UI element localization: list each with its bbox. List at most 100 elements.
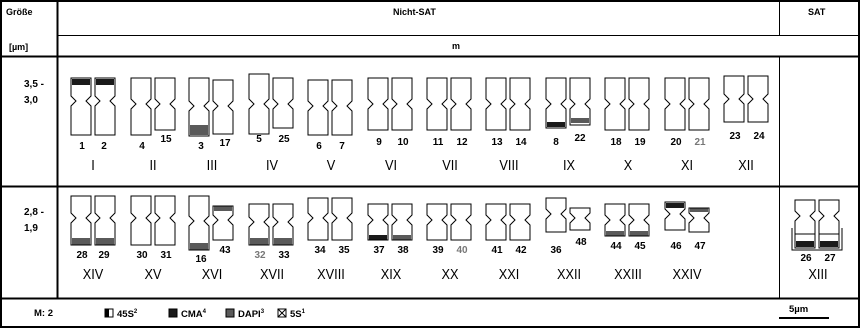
legend-dapi-swatch (226, 309, 234, 317)
chromosome-number: 43 (213, 246, 237, 256)
chromosome-outline (392, 204, 412, 240)
chromosome-number: 16 (189, 255, 213, 265)
chromosome-outline (510, 204, 530, 240)
chromosome-row1-right (213, 80, 233, 134)
chromosome-outline (427, 78, 447, 130)
chromosome-outline (332, 80, 352, 135)
chromosome-outline (795, 200, 815, 248)
chromosome-outline (95, 196, 115, 245)
legend-5s-label: 5S (290, 309, 302, 320)
chromosome-outline (213, 206, 233, 240)
chromosome-row2-right (95, 196, 115, 245)
chromosome-row2-left (131, 196, 151, 245)
dapi-band (630, 231, 648, 236)
chromosome-number: 37 (367, 246, 391, 256)
chromosome-row1-right (570, 78, 590, 125)
chromosome-row2-right (213, 206, 233, 240)
chromosome-row2-right (570, 208, 590, 230)
row1-size-range: 3,5 - (24, 80, 44, 90)
pair-label: XXIII (603, 267, 654, 282)
legend-5s-footnote: 1 (302, 309, 305, 315)
dapi-band (606, 231, 624, 236)
size-column-unit: [µm] (9, 43, 28, 52)
chromosome-row2-left (427, 204, 447, 240)
pair-label: II (128, 158, 179, 173)
pair-label: V (306, 158, 357, 173)
chromosome-outline (392, 78, 412, 130)
pair-label: XIV (68, 267, 119, 282)
chromosome-number: 40 (450, 246, 474, 256)
chromosome-number: 10 (391, 138, 415, 148)
chromosome-outline (570, 78, 590, 125)
chromosome-outline (451, 78, 471, 130)
chromosome-number: 15 (154, 135, 178, 145)
chromosome-row1-left (71, 78, 91, 135)
chromosome-outline (308, 198, 328, 240)
chromosome-number: 38 (391, 246, 415, 256)
chromosome-outline (486, 204, 506, 240)
chromosome-number: 20 (664, 138, 688, 148)
chromosome-row1-left (368, 78, 388, 130)
chromosome-outline (332, 198, 352, 240)
chromosome-outline (605, 78, 625, 130)
chromosome-number: 36 (544, 246, 568, 256)
chromosome-number: 7 (330, 142, 354, 152)
chromosome-number: 39 (426, 246, 450, 256)
pair-label: X (603, 158, 654, 173)
row2-size-range: 2,8 - (24, 208, 44, 218)
pair-label: I (68, 158, 119, 173)
chromosome-row1-left (308, 80, 328, 135)
chromosome-row1-right (155, 78, 175, 130)
legend-45s-footnote: 2 (134, 309, 137, 315)
chromosome-row2-left (546, 198, 566, 232)
chromosome-number: 17 (213, 139, 237, 149)
pair-label: IV (247, 158, 298, 173)
pair-label: XXIV (662, 267, 713, 282)
pair-label: XIX (366, 267, 417, 282)
chromosome-row2-right (689, 208, 709, 232)
chromosome-number: 32 (248, 251, 272, 261)
chromosome-row1-left (249, 74, 269, 134)
chromosome-row1-left (427, 78, 447, 130)
chromosome-row1-right (689, 78, 709, 130)
chromosome-outline (308, 80, 328, 135)
chromosome-number: 11 (426, 138, 450, 148)
cma-band (796, 241, 814, 247)
chromosome-outline (368, 78, 388, 130)
chromosome-outline (570, 208, 590, 230)
chromosome-number: 21 (688, 138, 712, 148)
chromosome-number: 18 (604, 138, 628, 148)
pair-label: VI (366, 158, 417, 173)
chromosome-row2-right (629, 204, 649, 236)
chromosome-number: 42 (509, 246, 533, 256)
chromosome-row1-left (546, 78, 566, 128)
chromosome-number: 23 (723, 132, 747, 142)
chromosome-row1-left (486, 78, 506, 130)
legend-45s-swatch-fill (105, 309, 109, 317)
cma-band (369, 235, 387, 240)
chromosome-outline (249, 74, 269, 134)
legend-dapi: DAPI3 (238, 309, 264, 320)
dapi-band (214, 206, 232, 211)
chromosome-number: 14 (509, 138, 533, 148)
pair-label: III (187, 158, 238, 173)
chromosome-row1-left (724, 76, 744, 122)
chromosome-outline (131, 196, 151, 245)
legend-45s-label: 45S (117, 309, 134, 320)
metacentric-count: M: 2 (34, 309, 53, 319)
chromosome-outline (819, 200, 839, 248)
chromosome-number: 8 (544, 138, 568, 148)
chromosome-outline (71, 196, 91, 245)
pair-label: XI (662, 158, 713, 173)
chromosome-outline (155, 196, 175, 245)
dapi-band (274, 238, 292, 245)
chromosome-outline (748, 76, 768, 122)
chromosome-number: 4 (130, 142, 154, 152)
chromosome-number: 25 (272, 135, 296, 145)
chromosome-outline (155, 78, 175, 130)
chromosome-outline (273, 78, 293, 128)
chromosome-number: 1 (70, 142, 94, 152)
chromosome-outline (95, 78, 115, 135)
pair-label: XVIII (306, 267, 357, 282)
chromosome-number: 22 (568, 134, 592, 144)
